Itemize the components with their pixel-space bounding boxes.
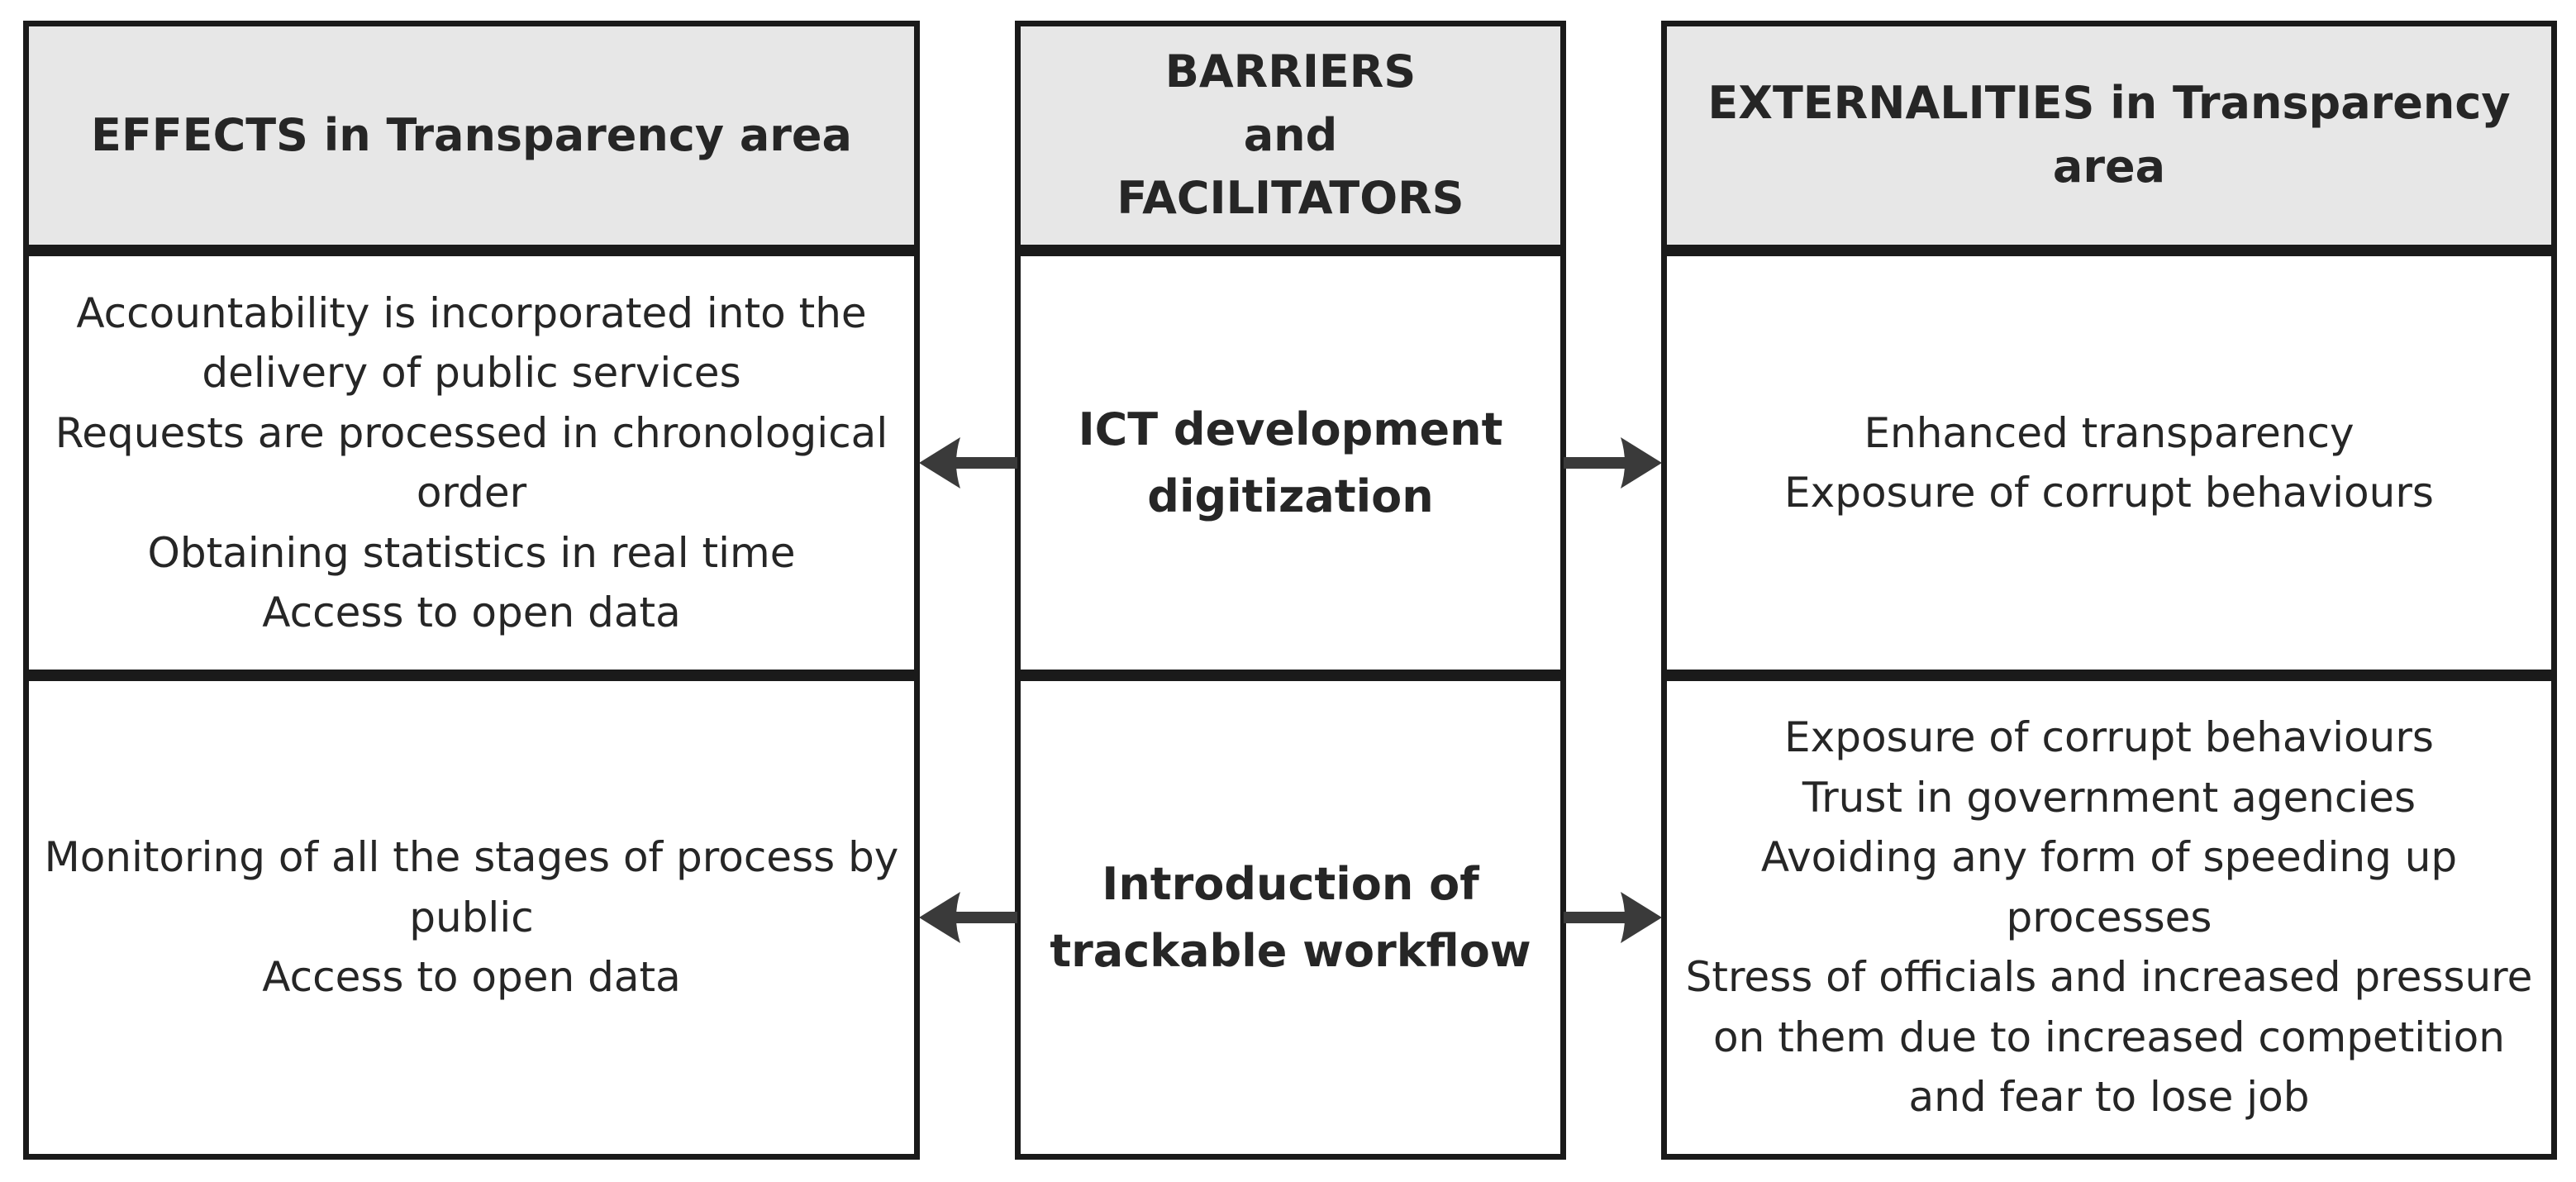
barriers-row1-cell: ICT development digitization [1015, 250, 1566, 675]
barriers-row2-label: Introduction of trackable workflow [1050, 858, 1531, 977]
externalities-row2-cell: Exposure of corrupt behaviours Trust in … [1661, 675, 2557, 1160]
barriers-row1-label: ICT development digitization [1078, 403, 1503, 522]
barriers-header-cell: BARRIERS and FACILITATORS [1015, 21, 1566, 250]
effects-row1-item: Access to open data [262, 589, 681, 636]
arrow-row1-to-externalities-icon [1564, 417, 1664, 508]
effects-row1-item: Obtaining statistics in real time [147, 528, 796, 577]
effects-row2-item: Access to open data [262, 953, 681, 1002]
arrow-row2-to-externalities-icon [1564, 872, 1664, 963]
externalities-row1-item: Enhanced transparency [1864, 408, 2355, 457]
effects-row2-item: Monitoring of all the stages of process … [44, 833, 899, 941]
arrow-row1-to-effects-icon [917, 417, 1017, 508]
arrow-row2-to-effects-icon [917, 872, 1017, 963]
externalities-header-cell: EXTERNALITIES in Transparency area [1661, 21, 2557, 250]
effects-row1-cell: Accountability is incorporated into the … [23, 250, 920, 675]
externalities-row1-cell: Enhanced transparency Exposure of corrup… [1661, 250, 2557, 675]
effects-header-cell: EFFECTS in Transparency area [23, 21, 920, 250]
effects-header-label: EFFECTS in Transparency area [91, 108, 852, 161]
externalities-row2-item: Exposure of corrupt behaviours [1784, 713, 2434, 762]
barriers-header-line3: FACILITATORS [1117, 172, 1464, 225]
barriers-header-line2: and [1243, 108, 1338, 161]
diagram-grid: EFFECTS in Transparency area BARRIERS an… [23, 21, 2557, 1160]
barriers-header-line1: BARRIERS [1164, 45, 1417, 98]
barriers-row2-cell: Introduction of trackable workflow [1015, 675, 1566, 1160]
effects-row1-item: Requests are processed in chronological … [55, 408, 888, 517]
externalities-row1-item: Exposure of corrupt behaviours [1784, 469, 2434, 517]
externalities-row2-item: Trust in government agencies [1802, 773, 2416, 822]
externalities-row2-item: Stress of officials and increased pressu… [1685, 953, 2533, 1122]
effects-row1-item: Accountability is incorporated into the … [76, 288, 867, 398]
externalities-header-label: EXTERNALITIES in Transparency area [1707, 77, 2511, 193]
externalities-row2-item: Avoiding any form of speeding up process… [1760, 833, 2458, 941]
effects-row2-cell: Monitoring of all the stages of process … [23, 675, 920, 1160]
